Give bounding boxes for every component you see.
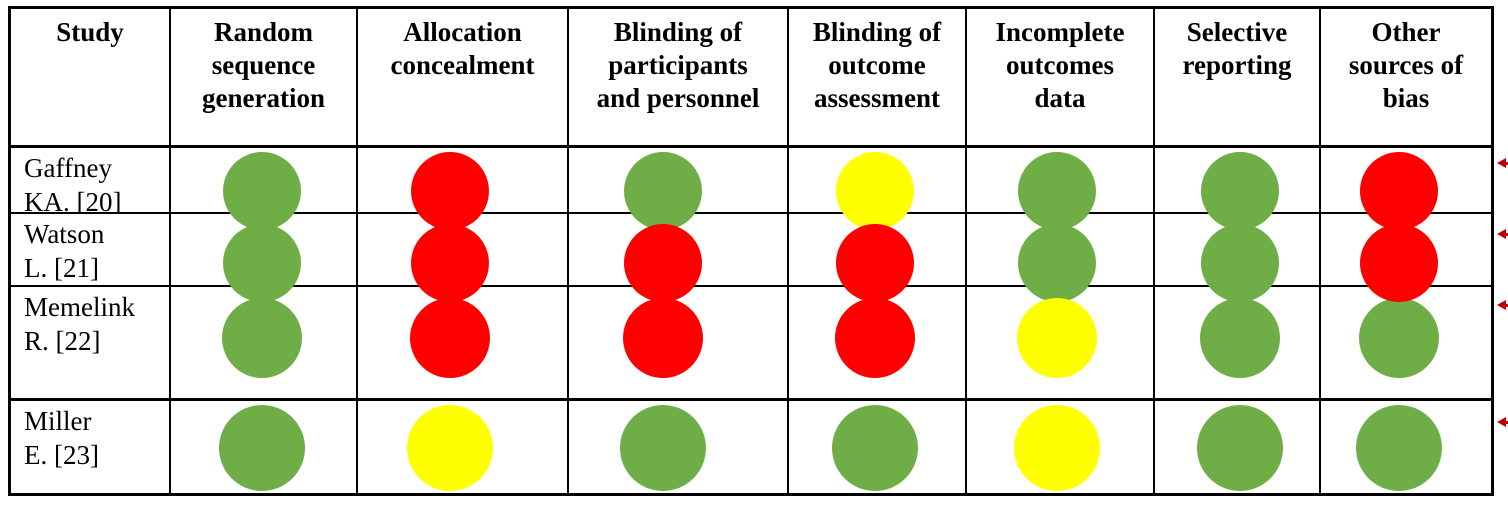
column-header-label: Selective reporting	[1182, 17, 1292, 80]
column-header-blinding-outcome-assessment: Blinding of outcome assessment	[789, 9, 967, 148]
study-name-line: L. [21]	[24, 253, 99, 283]
study-name-line: R. [22]	[24, 326, 101, 356]
rating-cell	[1321, 287, 1491, 401]
column-header-blinding-participants-personnel: Blinding of participants and personnel	[569, 9, 789, 148]
study-name-line: Watson	[24, 219, 105, 249]
rating-cell	[1321, 401, 1491, 493]
comment-arrow-icon	[1497, 417, 1508, 427]
rating-cell	[1155, 401, 1321, 493]
rating-cell	[171, 214, 358, 287]
study-name-cell: Miller E. [23]	[11, 401, 171, 493]
rating-cell	[789, 214, 967, 287]
comment-arrow-icon	[1497, 300, 1508, 310]
column-header-incomplete-outcomes-data: Incomplete outcomes data	[967, 9, 1155, 148]
rating-cell	[358, 214, 569, 287]
study-name-line: KA. [20]	[24, 187, 122, 214]
column-header-study: Study	[11, 9, 171, 148]
rating-cell	[1155, 287, 1321, 401]
column-header-other-sources-of-bias: Other sources of bias	[1321, 9, 1491, 148]
rating-cell	[171, 287, 358, 401]
column-header-label: Blinding of participants and personnel	[596, 17, 760, 113]
risk-of-bias-table: Study Random sequence generation Allocat…	[8, 6, 1494, 496]
study-name-cell: Memelink R. [22]	[11, 287, 171, 401]
study-name-cell: Watson L. [21]	[11, 214, 171, 287]
rating-cell	[967, 287, 1155, 401]
rating-cell	[358, 401, 569, 493]
column-header-label: Allocation concealment	[390, 17, 535, 80]
rating-cell	[358, 148, 569, 214]
rating-cell	[569, 287, 789, 401]
study-name-line: Memelink	[24, 292, 135, 322]
rating-cell	[569, 401, 789, 493]
rating-cell	[1321, 214, 1491, 287]
rating-cell	[1321, 148, 1491, 214]
study-name-line: Miller	[24, 406, 92, 436]
rating-cell	[1155, 148, 1321, 214]
column-header-label: Study	[56, 17, 124, 47]
study-name-line: Gaffney	[24, 153, 112, 183]
study-name-line: E. [23]	[24, 440, 99, 470]
column-header-selective-reporting: Selective reporting	[1155, 9, 1321, 148]
rating-cell	[1155, 214, 1321, 287]
column-header-random-sequence-generation: Random sequence generation	[171, 9, 358, 148]
comment-arrow-icon	[1497, 229, 1508, 239]
rating-cell	[967, 214, 1155, 287]
column-header-label: Incomplete outcomes data	[995, 17, 1125, 113]
study-name-cell: Gaffney KA. [20]	[11, 148, 171, 214]
column-header-label: Other sources of bias	[1348, 17, 1464, 113]
comment-arrow-icon	[1497, 158, 1508, 168]
rating-cell	[569, 214, 789, 287]
rating-cell	[171, 148, 358, 214]
rating-cell	[789, 287, 967, 401]
column-header-allocation-concealment: Allocation concealment	[358, 9, 569, 148]
rating-cell	[789, 401, 967, 493]
rating-cell	[569, 148, 789, 214]
column-header-label: Random sequence generation	[202, 17, 325, 113]
rating-cell	[789, 148, 967, 214]
rating-cell	[967, 148, 1155, 214]
rating-cell	[967, 401, 1155, 493]
rating-cell	[171, 401, 358, 493]
rating-cell	[358, 287, 569, 401]
column-header-label: Blinding of outcome assessment	[812, 17, 942, 113]
